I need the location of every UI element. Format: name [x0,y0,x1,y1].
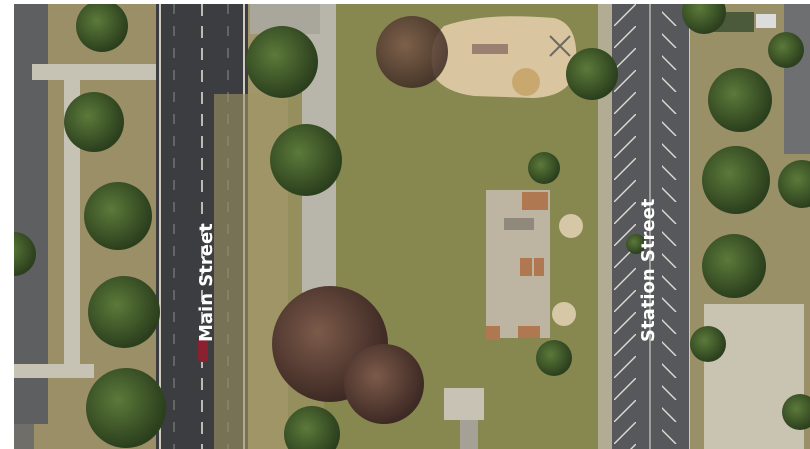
footpath-horizontal [32,64,162,80]
main-street-label: Main Street [196,223,217,342]
pavilion [444,388,484,420]
car [198,338,208,362]
trees-park [246,16,618,449]
trees-left [14,4,166,448]
station-street-verge [598,4,612,449]
station-street-label: Station Street [638,198,659,342]
footpath-vertical [64,78,80,368]
right-road [784,4,810,154]
playground [431,16,577,99]
trees-right [626,4,810,430]
footpath-bottom [14,364,94,378]
aerial-map: Main Street Station Street [14,4,810,449]
